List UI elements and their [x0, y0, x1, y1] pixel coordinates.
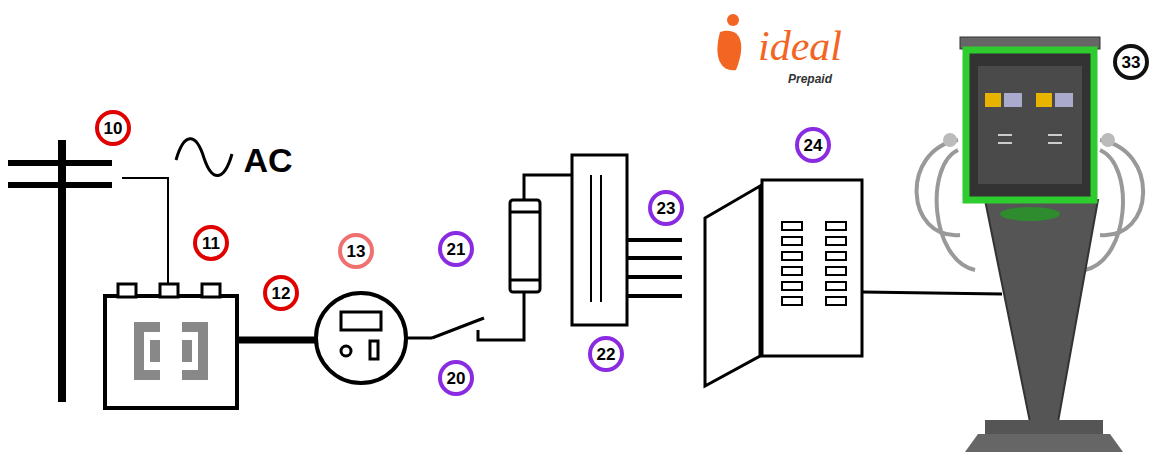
- callout-number: 22: [588, 336, 624, 372]
- callout-number: 33: [1113, 44, 1149, 80]
- callout-number: 23: [648, 190, 684, 226]
- energy-meter: [316, 293, 406, 383]
- ac-symbol: [176, 139, 232, 176]
- ev-charger: [917, 37, 1144, 452]
- distribution-board: [705, 180, 1002, 386]
- busbar: [572, 155, 682, 325]
- logo-wordmark: ideal: [758, 25, 842, 67]
- transformer: [105, 284, 237, 408]
- utility-pole: [8, 140, 112, 402]
- signal-label: AC: [243, 143, 292, 177]
- meter-cable: [237, 337, 318, 344]
- service-wire: [122, 178, 168, 284]
- logo-subtitle: Prepaid: [788, 73, 832, 85]
- callout-number: 13: [338, 233, 374, 269]
- logo-icon: [717, 14, 741, 70]
- fuse: [510, 175, 572, 292]
- callout-number: 20: [438, 360, 474, 396]
- callout-number: 10: [95, 110, 131, 146]
- callout-number: 24: [795, 127, 831, 163]
- callout-number: 12: [263, 275, 299, 311]
- callout-number: 11: [193, 225, 229, 261]
- main-switch: [406, 292, 524, 340]
- callout-number: 21: [438, 231, 474, 267]
